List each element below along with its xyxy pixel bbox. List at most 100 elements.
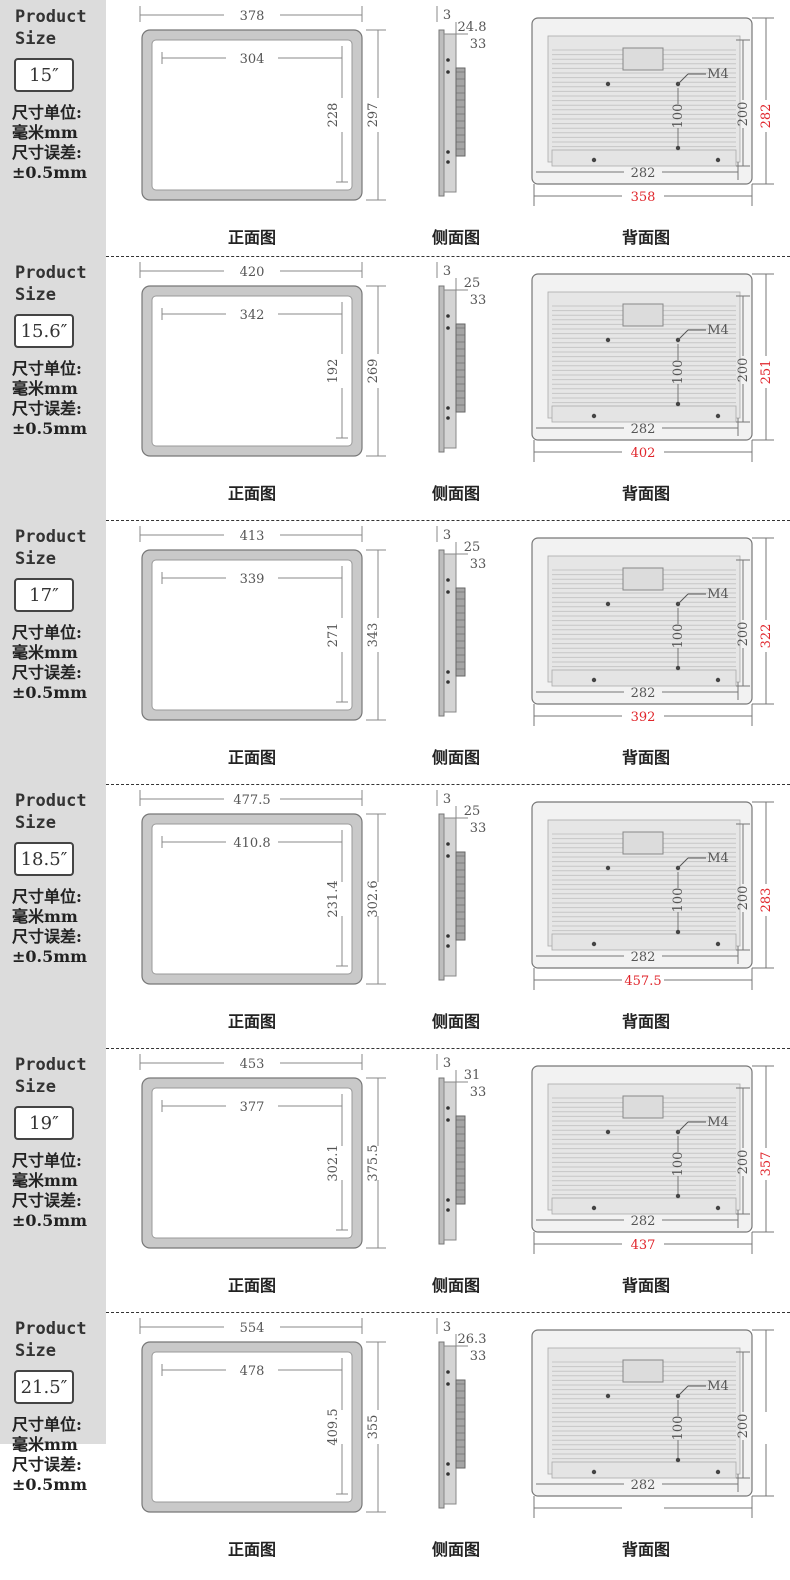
monitor-screen [151, 823, 353, 975]
front-view-caption: 正面图 [228, 484, 276, 503]
back-height-dimension: 322 [759, 624, 774, 649]
outer-height-dimension: 343 [366, 623, 381, 648]
vesa-height-dimension: 100 [671, 624, 686, 649]
back-view-caption: 背面图 [622, 228, 670, 247]
back-view-caption: 背面图 [622, 1012, 670, 1031]
tolerance-label: 尺寸误差: [12, 399, 82, 418]
total-depth-dimension: 33 [470, 293, 487, 308]
back-foot [551, 1461, 737, 1479]
spec-notes: 尺寸单位: 毫米mm 尺寸误差: ±0.5mm [12, 359, 87, 439]
product-label: Product [15, 1055, 87, 1075]
unit-value: 毫米mm [12, 907, 78, 926]
vesa-vertical-dimension: 200 [736, 1414, 751, 1439]
mount-screw-label: M4 [707, 323, 729, 338]
outer-height-dimension: 375.5 [366, 1144, 381, 1181]
total-depth-dimension: 33 [470, 1349, 487, 1364]
side-body [443, 289, 457, 449]
product-size-heading: Product Size [15, 526, 87, 570]
side-screw [446, 934, 450, 938]
mount-hole [675, 929, 681, 935]
outer-width-dimension: 378 [240, 9, 265, 24]
mount-hole [605, 81, 611, 87]
mount-hole [715, 941, 721, 947]
side-heatsink [455, 587, 466, 677]
vesa-width-dimension: 282 [631, 686, 656, 701]
panel-depth-dimension: 25 [464, 804, 481, 819]
spec-notes: 尺寸单位: 毫米mm 尺寸误差: ±0.5mm [12, 1415, 87, 1495]
unit-label: 尺寸单位: [12, 1151, 82, 1170]
panel-depth-dimension: 26.3 [458, 1332, 487, 1347]
back-tab [622, 1095, 664, 1119]
side-view-caption: 侧面图 [432, 484, 480, 503]
product-size-heading: Product Size [15, 262, 87, 306]
m4-leader [677, 1121, 689, 1133]
vesa-vertical-dimension: 200 [736, 1150, 751, 1175]
back-foot [551, 933, 737, 951]
mount-hole [715, 157, 721, 163]
mount-hole [605, 865, 611, 871]
unit-label: 尺寸单位: [12, 103, 82, 122]
back-foot [551, 669, 737, 687]
tolerance-label: 尺寸误差: [12, 143, 82, 162]
side-heatsink [455, 1379, 466, 1469]
section-divider [106, 1048, 790, 1049]
mount-hole [591, 413, 597, 419]
screen-width-dimension: 304 [240, 52, 265, 67]
mount-screw-label: M4 [707, 1115, 729, 1130]
side-frame [438, 29, 445, 197]
tolerance-label: 尺寸误差: [12, 927, 82, 946]
side-view-caption: 侧面图 [432, 1540, 480, 1559]
m4-leader [677, 593, 689, 605]
product-size-heading: Product Size [15, 6, 87, 50]
back-tab [622, 303, 664, 327]
vesa-width-dimension: 282 [631, 1478, 656, 1493]
product-label: Product [15, 791, 87, 811]
side-screw [446, 842, 450, 846]
size-label: Size [15, 1077, 56, 1097]
side-heatsink [455, 67, 466, 157]
vesa-width-dimension: 282 [631, 422, 656, 437]
screen-height-dimension: 409.5 [326, 1408, 341, 1445]
mount-hole [675, 401, 681, 407]
monitor-screen [151, 1087, 353, 1239]
screen-width-dimension: 342 [240, 308, 265, 323]
front-view-caption: 正面图 [228, 748, 276, 767]
side-screw [446, 1198, 450, 1202]
spec-notes: 尺寸单位: 毫米mm 尺寸误差: ±0.5mm [12, 1151, 87, 1231]
side-screw [446, 58, 450, 62]
back-width-dimension: 358 [631, 190, 656, 205]
side-screw [446, 1370, 450, 1374]
mount-hole [715, 1205, 721, 1211]
section-divider [106, 784, 790, 785]
unit-value: 毫米mm [12, 123, 78, 142]
product-size-heading: Product Size [15, 790, 87, 834]
bezel-depth-dimension: 3 [443, 1320, 451, 1335]
side-screw [446, 1472, 450, 1476]
outer-width-dimension: 413 [240, 529, 265, 544]
side-frame [438, 1341, 445, 1509]
side-heatsink [455, 1115, 466, 1205]
unit-value: 毫米mm [12, 643, 78, 662]
section-divider [106, 1312, 790, 1313]
mount-hole [715, 677, 721, 683]
back-tab [622, 831, 664, 855]
side-screw [446, 150, 450, 154]
product-section: Product Size 15.6″ 尺寸单位: 毫米mm 尺寸误差: ±0.5… [0, 256, 790, 520]
mount-screw-label: M4 [707, 587, 729, 602]
size-badge: 21.5″ [14, 1370, 74, 1404]
side-screw [446, 680, 450, 684]
back-foot [551, 149, 737, 167]
panel-depth-dimension: 25 [464, 540, 481, 555]
